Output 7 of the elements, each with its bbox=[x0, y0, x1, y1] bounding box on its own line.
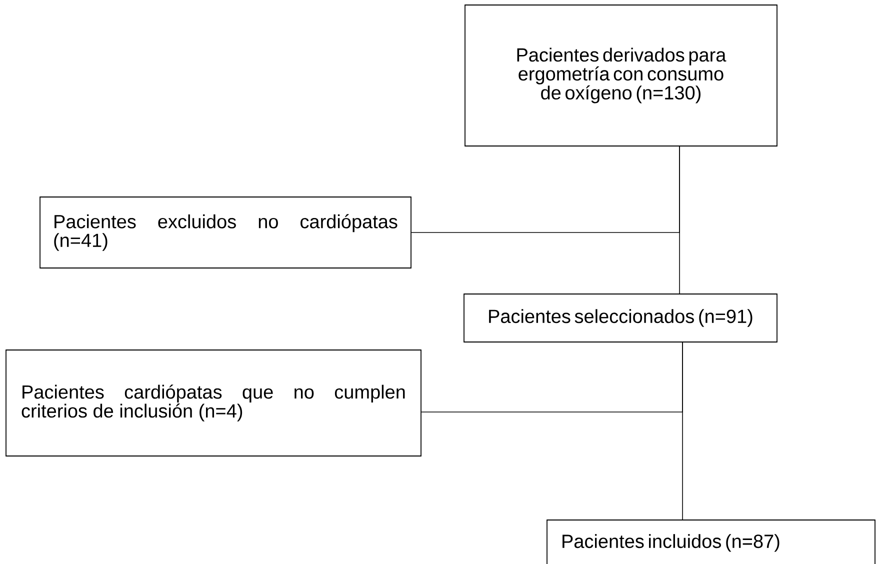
process-box: Pacientes incluidos (n=87) bbox=[546, 520, 876, 564]
process-box: Pacientes derivados para ergometría con consumo de oxígeno (n=130) bbox=[464, 4, 778, 146]
process-box: Pacientes excluidos no cardiópatas (n=41) bbox=[40, 196, 412, 268]
process-box: Pacientes cardiópatas que no cumplen criterios de inclusión (n=4) bbox=[6, 350, 422, 456]
connector-line bbox=[411, 146, 680, 233]
process-box: Pacientes seleccionados (n=91) bbox=[464, 294, 778, 342]
connector-line bbox=[421, 342, 683, 412]
